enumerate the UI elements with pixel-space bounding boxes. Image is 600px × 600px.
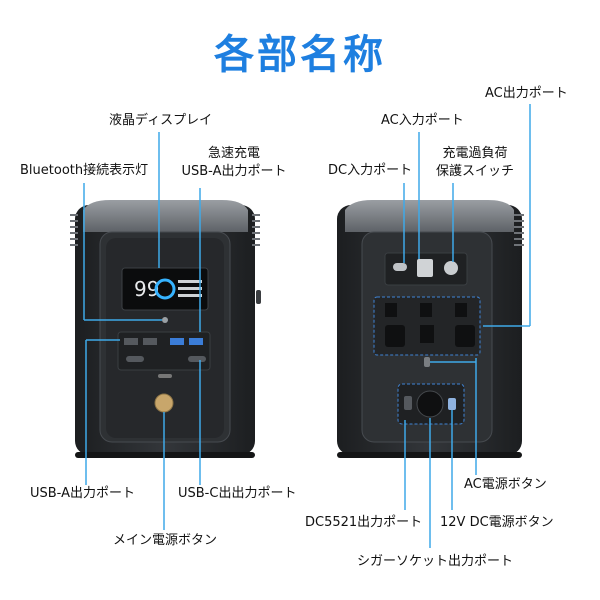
label-overload: 充電過負荷 保護スイッチ [425, 145, 525, 181]
label-fast-usba-line2: USB-A出力ポート [174, 163, 294, 181]
label-ac-out: AC出力ポート [485, 85, 568, 103]
label-ac-power: AC電源ボタン [464, 476, 547, 494]
label-dc-in: DC入力ポート [328, 162, 412, 180]
label-usbc: USB-C出出力ポート [178, 485, 296, 503]
front-unit: 99 [70, 200, 261, 458]
label-overload-line1: 充電過負荷 [425, 145, 525, 163]
label-dc12v: 12V DC電源ボタン [440, 514, 554, 532]
label-ac-in: AC入力ポート [381, 112, 464, 130]
label-main-power: メイン電源ボタン [113, 532, 217, 550]
label-dc5521: DC5521出力ポート [305, 514, 422, 532]
label-fast-usba: 急速充電 USB-A出力ポート [174, 145, 294, 181]
label-overload-line2: 保護スイッチ [425, 163, 525, 181]
label-usba: USB-A出力ポート [30, 485, 135, 503]
label-cigar: シガーソケット出力ポート [357, 553, 513, 571]
label-fast-usba-line1: 急速充電 [174, 145, 294, 163]
label-lcd: 液晶ディスプレイ [109, 112, 212, 130]
label-bluetooth: Bluetooth接続表示灯 [20, 162, 148, 180]
